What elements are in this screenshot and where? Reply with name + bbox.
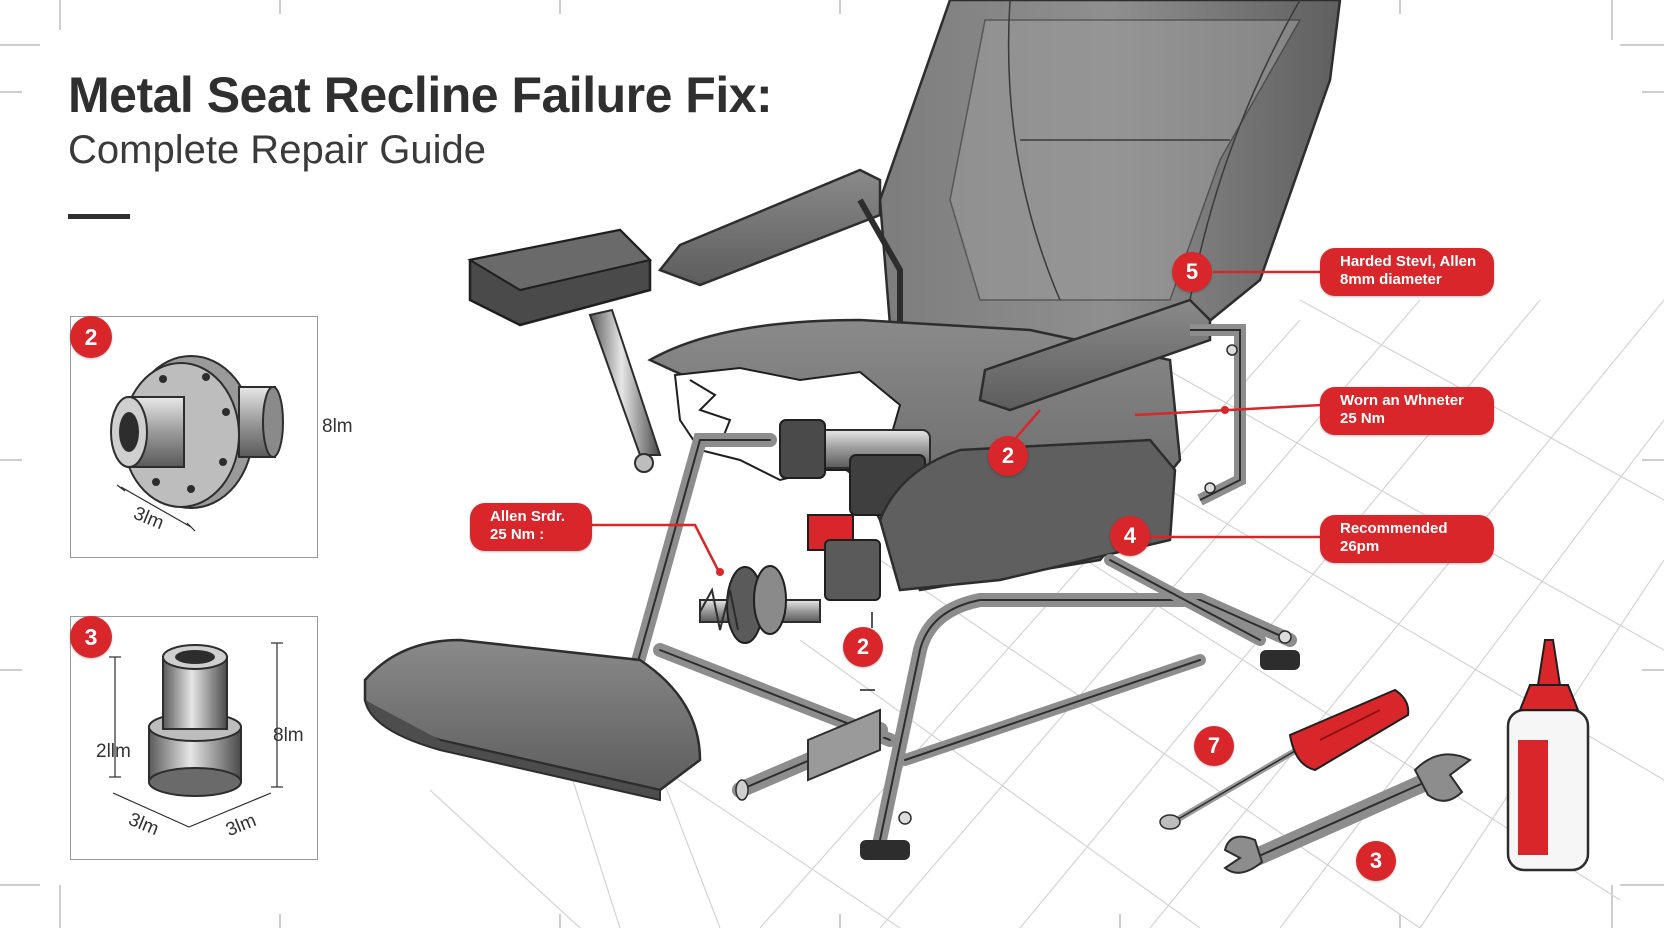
- marker-7: 7: [1194, 726, 1234, 766]
- marker-2-upper: 2: [988, 436, 1028, 476]
- page-subtitle: Complete Repair Guide: [68, 128, 486, 172]
- callout-recommended: Recommended 26pm: [1320, 515, 1494, 563]
- glue-bottle-icon: [1506, 639, 1590, 872]
- callout-allen-screw-line1: Allen Srdr.: [490, 508, 566, 525]
- spacer-sleeve-drawing: [109, 642, 283, 828]
- leader-lines: [590, 270, 1323, 571]
- marker-4: 4: [1110, 516, 1150, 556]
- dimension-height-right-label: 8lm: [273, 725, 304, 746]
- page-title: Metal Seat Recline Failure Fix:: [68, 67, 773, 123]
- dimension-height-label: 8lm: [322, 416, 353, 437]
- detail-panel-flange-bushing: [70, 316, 318, 558]
- dimension-height-left-label: 2llm: [96, 741, 131, 762]
- callout-allen-screw-line2: 25 Nm :: [490, 526, 545, 543]
- callout-worn-washer-line1: Worn an Whneter: [1340, 392, 1464, 409]
- leg-rest-arm: [467, 228, 662, 473]
- title-divider: [68, 214, 130, 219]
- right-armrest: [978, 298, 1246, 506]
- detail-badge-3: 3: [70, 616, 112, 658]
- callout-hardened-steel-line2: 8mm diameter: [1340, 271, 1442, 288]
- callout-recommended-line1: Recommended: [1340, 520, 1448, 537]
- leader-dots: [716, 406, 1229, 576]
- marker-3-tools: 3: [1356, 841, 1396, 881]
- callout-hardened-steel: Harded Stevl, Allen 8mm diameter: [1320, 248, 1494, 296]
- callout-worn-washer-line2: 25 Nm: [1340, 410, 1386, 427]
- footrest-rod: [732, 708, 888, 801]
- detail-badge-2: 2: [70, 316, 112, 358]
- screwdriver-icon: [1159, 688, 1410, 830]
- marker-2-lower: 2: [843, 627, 883, 667]
- wrench-icon: [1223, 753, 1472, 874]
- marker-5: 5: [1172, 252, 1212, 292]
- callout-allen-screw: Allen Srdr. 25 Nm :: [470, 503, 592, 551]
- callout-recommended-line2: 26pm: [1340, 538, 1380, 555]
- left-armrest: [657, 168, 903, 330]
- frame-feet: [633, 630, 1300, 860]
- backrest: [878, 0, 1342, 347]
- tick-marks: [860, 612, 875, 691]
- flange-bushing-drawing: [110, 355, 284, 532]
- footrest-pad: [363, 638, 702, 802]
- callout-worn-washer: Worn an Whneter 25 Nm: [1320, 387, 1494, 435]
- detail-panel-spacer-sleeve: [70, 616, 318, 860]
- seat-front-edge: [878, 438, 1177, 592]
- callout-hardened-steel-line1: Harded Stevl, Allen: [1340, 253, 1477, 270]
